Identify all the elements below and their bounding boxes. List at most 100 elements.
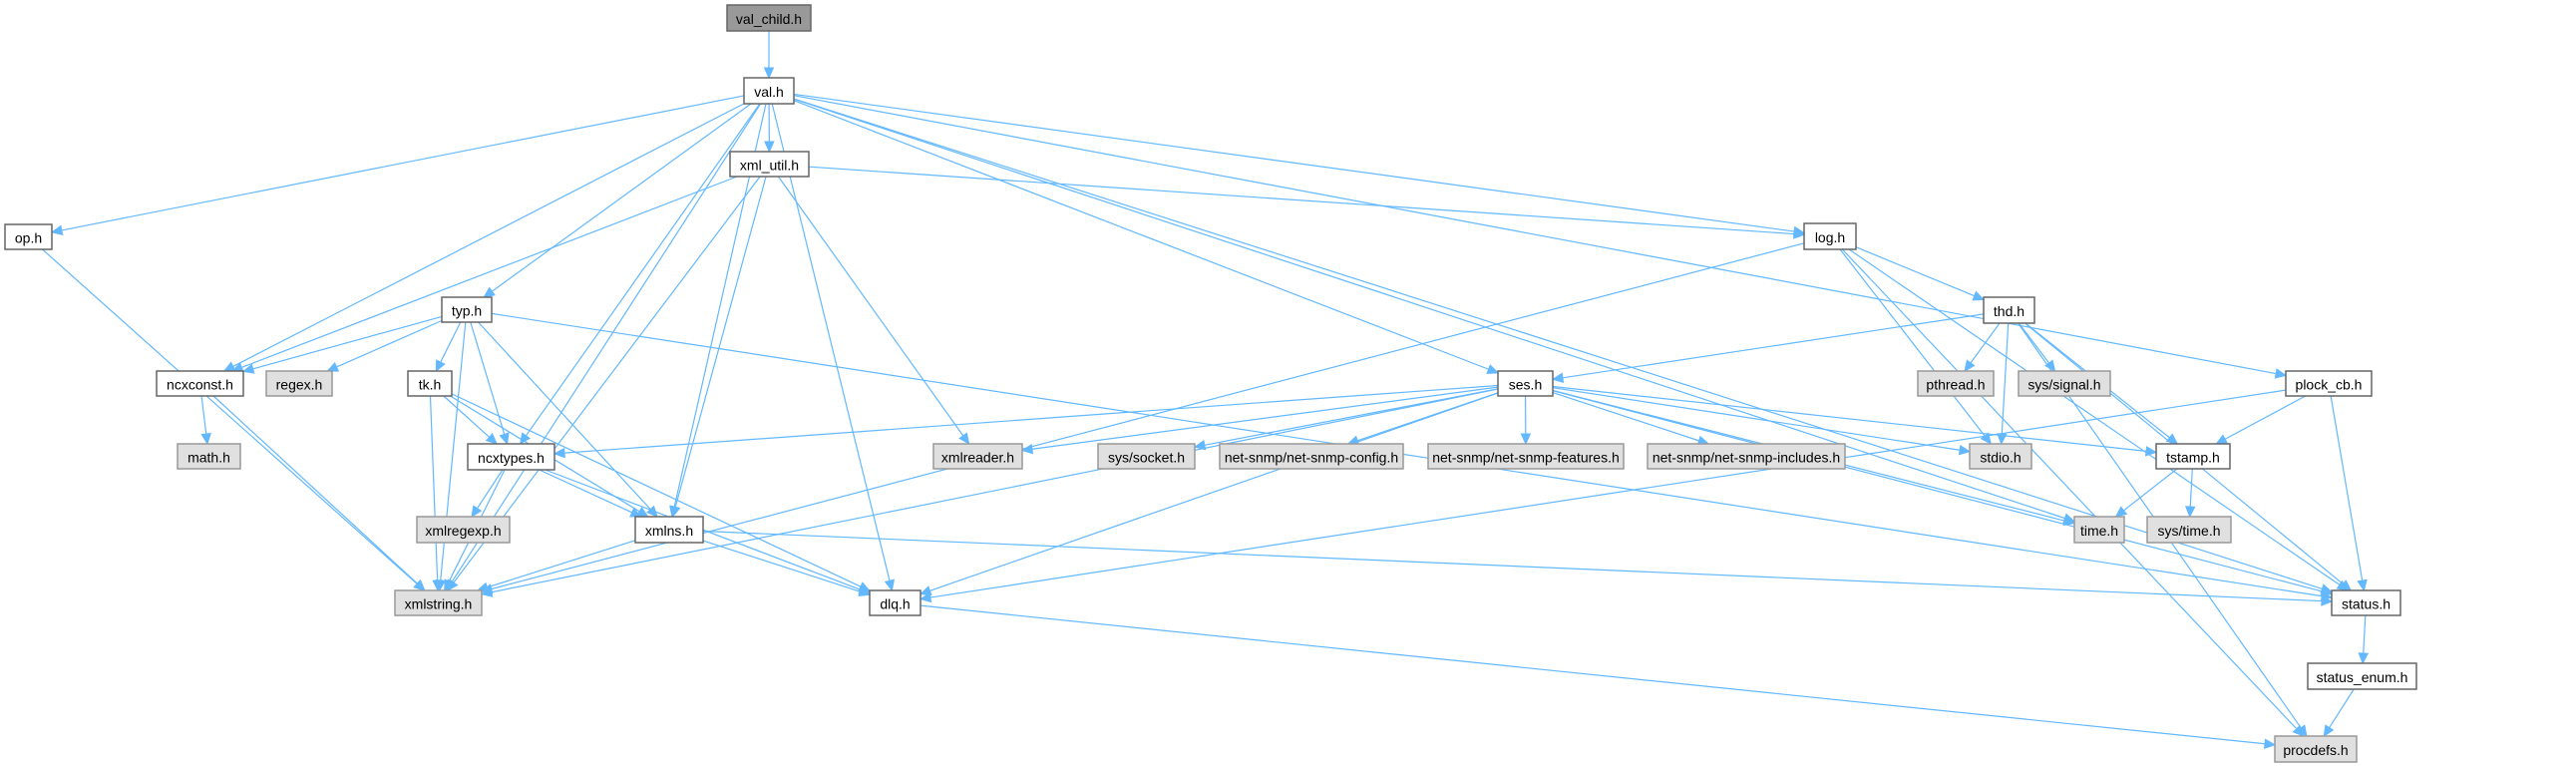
node-syssignal: sys/signal.h: [2018, 370, 2111, 397]
arrowhead-icon: [241, 363, 255, 374]
edge-log-to-stdio: [1839, 248, 1986, 437]
node-label: log.h: [1815, 229, 1845, 245]
node-box: [416, 516, 511, 544]
edge-tk-to-dlq: [451, 393, 862, 587]
node-box: [634, 516, 704, 544]
node-label: stdio.h: [1980, 450, 2021, 466]
edge-val-to-plock_cb: [793, 95, 2277, 375]
arrowhead-icon: [485, 433, 498, 445]
edge-ses-to-status: [1552, 390, 2323, 592]
edge-val-to-xmlstring: [451, 103, 762, 582]
node-label: procdefs.h: [2283, 742, 2348, 758]
node-box: [2146, 516, 2232, 544]
node-nsfeatures: net-snmp/net-snmp-features.h: [1427, 443, 1625, 470]
node-label: xmlstring.h: [405, 596, 473, 612]
arrowhead-icon: [50, 224, 64, 236]
edge-xml_util-to-ncxconst: [241, 176, 738, 368]
arrowhead-icon: [413, 579, 426, 591]
node-typ[interactable]: typ.h: [441, 296, 493, 323]
arrowhead-icon: [200, 432, 211, 446]
node-math: math.h: [177, 443, 241, 470]
arrowhead-icon: [2144, 446, 2158, 457]
node-ses[interactable]: ses.h: [1497, 370, 1554, 397]
node-xmlns[interactable]: xmlns.h: [634, 516, 704, 544]
node-box: [1427, 443, 1625, 470]
arrowhead-icon: [1551, 372, 1565, 383]
arrowhead-icon: [483, 286, 496, 298]
node-label: tk.h: [419, 377, 442, 393]
arrowhead-icon: [670, 505, 681, 519]
edge-typ-to-regex: [336, 319, 443, 368]
edge-log-to-procdefs: [1841, 248, 2298, 730]
edge-val-to-op: [61, 95, 745, 231]
arrowhead-icon: [1972, 290, 1986, 301]
arrowhead-icon: [476, 581, 490, 592]
node-val-child[interactable]: val_child.h: [726, 4, 812, 32]
arrowhead-icon: [1964, 359, 1976, 372]
arrowhead-icon: [2321, 595, 2334, 606]
arrowhead-icon: [2264, 738, 2277, 749]
edge-ses-to-nsincludes: [1552, 391, 1699, 442]
arrowhead-icon: [2323, 724, 2335, 738]
node-label: regex.h: [276, 377, 323, 393]
arrowhead-icon: [2358, 652, 2370, 665]
edge-op-to-xmlstring: [42, 248, 418, 584]
node-syssocket: sys/socket.h: [1097, 443, 1196, 470]
node-label: net-snmp/net-snmp-includes.h: [1653, 450, 1840, 466]
node-thd[interactable]: thd.h: [1983, 296, 2035, 324]
node-tstamp[interactable]: tstamp.h: [2155, 443, 2231, 470]
node-xml-util[interactable]: xml_util.h: [729, 151, 810, 178]
edge-typ-to-ncxtypes: [470, 321, 506, 435]
edge-tk-to-ncxtypes: [443, 395, 491, 438]
edge-plock_cb-to-dlq: [929, 389, 2287, 598]
node-val[interactable]: val.h: [743, 77, 795, 105]
edge-ses-to-tstamp: [1552, 385, 2147, 452]
edge-xml_util-to-xmlns: [674, 176, 767, 508]
edge-log-to-status: [1848, 248, 2341, 585]
node-label: net-snmp/net-snmp-config.h: [1225, 450, 1398, 466]
node-label: thd.h: [1994, 303, 2024, 319]
node-label: status_enum.h: [2317, 669, 2408, 685]
arrowhead-icon: [326, 361, 340, 372]
node-label: math.h: [187, 450, 230, 466]
node-ncxtypes[interactable]: ncxtypes.h: [467, 443, 555, 471]
edge-thd-to-ses: [1562, 313, 1985, 379]
node-nsincludes: net-snmp/net-snmp-includes.h: [1647, 443, 1846, 470]
node-box: [1497, 370, 1554, 397]
node-ncxconst[interactable]: ncxconst.h: [156, 370, 244, 397]
node-plock-cb[interactable]: plock_cb.h: [2285, 370, 2373, 397]
node-box: [2331, 589, 2401, 616]
node-status[interactable]: status.h: [2331, 589, 2401, 616]
edge-thd-to-stdio: [2001, 322, 2010, 435]
arrowhead-icon: [552, 447, 565, 459]
node-box: [156, 370, 244, 397]
edge-status_enum-to-procdefs: [2329, 688, 2355, 728]
node-label: pthread.h: [1926, 377, 1985, 393]
arrowhead-icon: [2296, 724, 2308, 737]
node-label: net-snmp/net-snmp-features.h: [1432, 450, 1620, 466]
node-dlq[interactable]: dlq.h: [869, 589, 921, 616]
node-op[interactable]: op.h: [4, 223, 53, 250]
node-log[interactable]: log.h: [1803, 222, 1857, 250]
node-box: [1803, 222, 1857, 250]
arrowhead-icon: [2339, 579, 2353, 591]
node-box: [1983, 296, 2035, 324]
arrowhead-icon: [432, 579, 443, 592]
arrowhead-icon: [1520, 433, 1532, 446]
node-label: val_child.h: [736, 11, 802, 27]
node-label: xml_util.h: [740, 158, 799, 174]
arrowhead-icon: [919, 591, 932, 603]
node-box: [407, 370, 453, 397]
node-box: [743, 77, 795, 105]
node-nsconfig: net-snmp/net-snmp-config.h: [1219, 443, 1404, 470]
node-label: status.h: [2342, 596, 2391, 612]
node-label: typ.h: [452, 303, 482, 319]
node-box: [726, 4, 812, 32]
node-tk[interactable]: tk.h: [407, 370, 453, 397]
edge-ses-to-stdio: [1552, 387, 1961, 451]
node-label: ncxtypes.h: [478, 450, 545, 466]
node-box: [441, 296, 493, 323]
node-regex: regex.h: [265, 370, 333, 397]
node-status-enum[interactable]: status_enum.h: [2307, 662, 2417, 690]
node-label: ses.h: [1509, 377, 1542, 393]
